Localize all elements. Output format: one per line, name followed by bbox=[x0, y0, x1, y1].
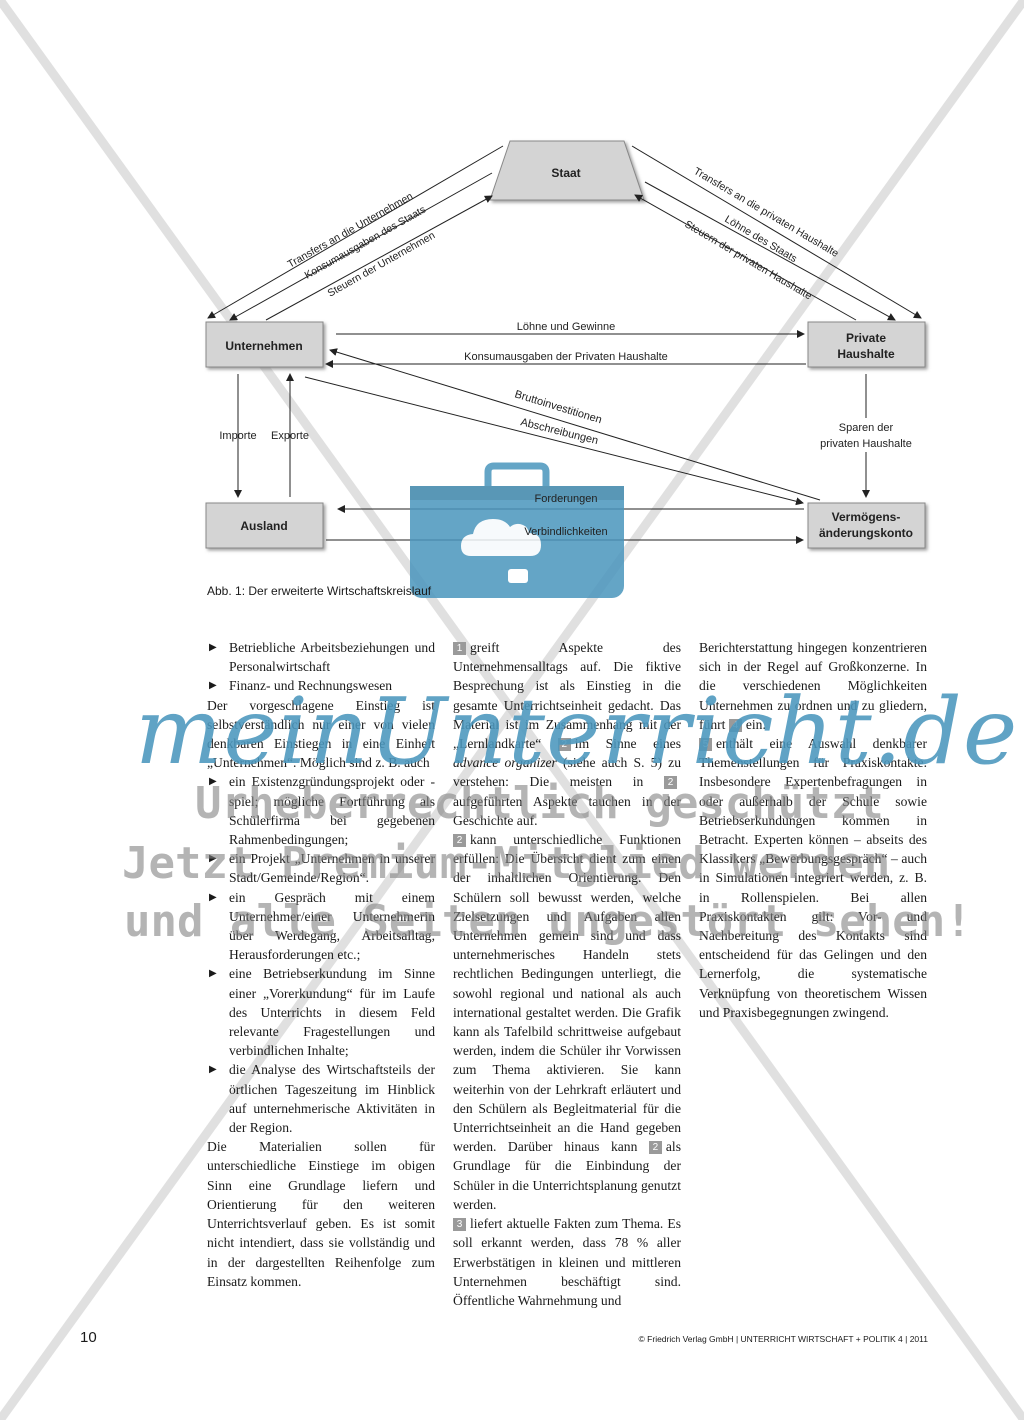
material-number-badge: 2 bbox=[453, 834, 466, 848]
node-vermoegen-label-2: änderungskonto bbox=[819, 526, 913, 540]
arrow-abschreibungen bbox=[304, 376, 804, 506]
arrow-konsum-staat bbox=[229, 172, 493, 321]
node-vermoegensaenderungskonto bbox=[807, 502, 926, 549]
text-column-3: Berichterstattung hingegen konzentrieren… bbox=[699, 638, 927, 1022]
bullet-triangle-icon: ▶ bbox=[209, 853, 217, 865]
label-forderungen: Forderungen bbox=[535, 493, 598, 505]
node-staat-label: Staat bbox=[551, 166, 580, 180]
arrow-steuern-haushalte bbox=[634, 194, 857, 321]
bullet-triangle-icon: ▶ bbox=[209, 680, 217, 692]
bullet-triangle-icon: ▶ bbox=[209, 1064, 217, 1076]
label-konsum-haushalte: Konsumausgaben der Privaten Haushalte bbox=[464, 351, 668, 363]
bullet-triangle-icon: ▶ bbox=[209, 642, 217, 653]
node-haushalte-label-1: Private bbox=[846, 331, 886, 345]
list-item: ▶Betriebliche Arbeitsbeziehungen und Per… bbox=[209, 640, 435, 675]
material-number-badge: 4 bbox=[728, 718, 742, 732]
page-number: 10 bbox=[80, 1329, 97, 1346]
label-importe: Importe bbox=[219, 430, 256, 442]
list-item: ▶eine Betriebserkundung im Sinne einer „… bbox=[209, 966, 435, 1059]
node-haushalte-label-2: Haushalte bbox=[837, 347, 895, 361]
arrow-transfers-haushalte bbox=[631, 145, 922, 319]
node-unternehmen-label: Unternehmen bbox=[225, 339, 302, 353]
label-sparen-2: privaten Haushalte bbox=[820, 438, 912, 450]
briefcase-watermark-icon bbox=[410, 462, 624, 598]
paragraph: Der vorgeschlagene Einstieg ist selbstve… bbox=[207, 697, 435, 771]
label-verbindlichkeiten: Verbindlichkeiten bbox=[524, 526, 607, 538]
material-number-badge: 5 bbox=[699, 738, 712, 752]
node-vermoegen-label-1: Vermögens- bbox=[832, 510, 901, 524]
bullet-triangle-icon: ▶ bbox=[209, 776, 217, 788]
material-number-badge: 2 bbox=[557, 738, 571, 752]
label-loehne-gewinne: Löhne und Gewinne bbox=[517, 321, 615, 333]
list-item: ▶ein Existenzgründungsprojekt oder -spie… bbox=[209, 774, 435, 848]
bullet-triangle-icon: ▶ bbox=[209, 891, 217, 903]
node-ausland-label: Ausland bbox=[240, 519, 287, 533]
list-item: ▶ein Gespräch mit einem Unternehmer/eine… bbox=[209, 889, 435, 963]
list-item: ▶Finanz- und Rechnungswesen bbox=[207, 676, 435, 695]
material-number-badge: 1 bbox=[453, 642, 466, 655]
list-item: ▶ein Projekt „Unternehmen in unserer Sta… bbox=[209, 851, 435, 886]
arrow-loehne-staat bbox=[644, 181, 896, 321]
arrow-steuern-unternehmen bbox=[265, 195, 493, 321]
economic-cycle-diagram: Staat Unternehmen Private Haushalte Ausl… bbox=[205, 140, 926, 598]
figure-caption: Abb. 1: Der erweiterte Wirtschaftskreisl… bbox=[207, 584, 432, 598]
text-column-1: ▶Betriebliche Arbeitsbeziehungen und Per… bbox=[207, 638, 435, 1291]
material-number-badge: 2 bbox=[648, 1141, 662, 1155]
node-ausland bbox=[205, 502, 324, 549]
material-number-badge: 2 bbox=[664, 776, 677, 790]
paragraph: Berichterstattung hingegen konzentrieren… bbox=[699, 640, 927, 732]
label-exporte: Exporte bbox=[271, 430, 309, 442]
node-private-haushalte bbox=[807, 321, 926, 368]
node-unternehmen bbox=[205, 321, 324, 368]
bullet-triangle-icon: ▶ bbox=[209, 968, 217, 980]
copyright-line: © Friedrich Verlag GmbH | UNTERRICHT WIR… bbox=[638, 1334, 928, 1344]
label-sparen-1: Sparen der bbox=[839, 422, 894, 434]
arrow-bruttoinvestitionen bbox=[329, 348, 821, 501]
list-item: ▶die Analyse des Wirtschaftsteils der ör… bbox=[209, 1062, 435, 1136]
material-number-badge: 3 bbox=[453, 1218, 466, 1232]
paragraph: Die Materialien sollen für unterschiedli… bbox=[207, 1139, 435, 1289]
arrow-transfers-unternehmen bbox=[207, 145, 504, 319]
